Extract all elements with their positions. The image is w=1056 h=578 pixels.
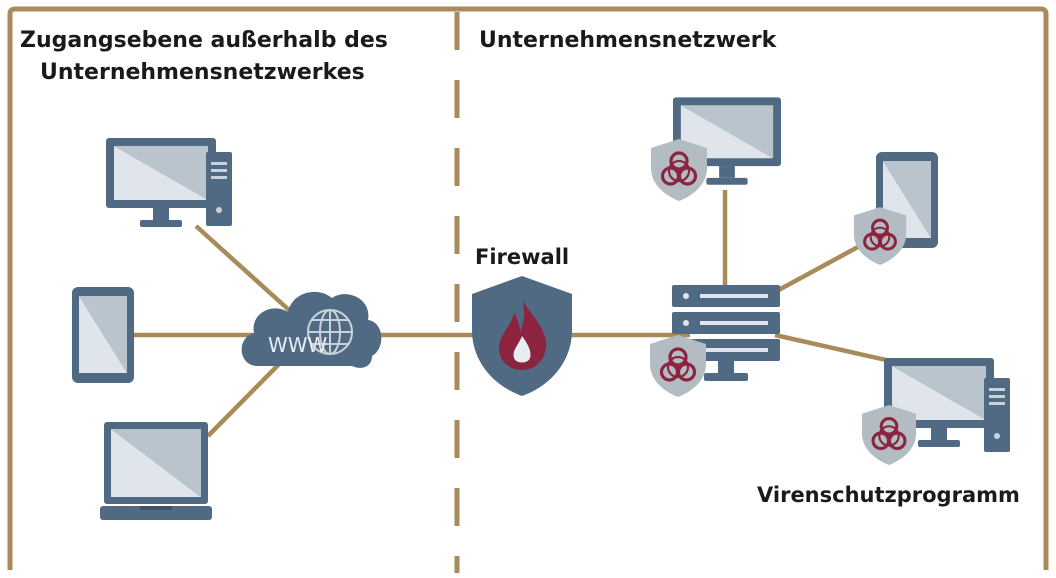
laptop-icon <box>100 422 212 520</box>
cloud-label: WWW <box>268 333 328 357</box>
tower-icon <box>206 152 232 226</box>
outer-frame <box>7 6 1049 570</box>
firewall-label: Firewall <box>475 245 569 269</box>
outside-zone-title-line1: Zugangsebene außerhalb des <box>20 28 388 53</box>
inside-zone-title: Unternehmensnetzwerk <box>479 28 778 53</box>
monitor-icon <box>106 138 216 227</box>
firewall-shield-icon <box>472 276 572 396</box>
cloud-globe-icon <box>241 291 382 368</box>
biohazard-shield-icon <box>860 404 918 466</box>
desktop-computer-outside <box>106 138 232 227</box>
outside-zone-title-line2: Unternehmensnetzwerkes <box>40 60 365 85</box>
biohazard-shield-icon <box>648 334 708 398</box>
biohazard-shield-icon <box>649 138 709 202</box>
antivirus-label: Virenschutzprogramm <box>757 483 1020 507</box>
biohazard-shield-icon <box>852 206 908 266</box>
tablet-icon <box>72 287 134 383</box>
tower-icon <box>984 378 1010 452</box>
